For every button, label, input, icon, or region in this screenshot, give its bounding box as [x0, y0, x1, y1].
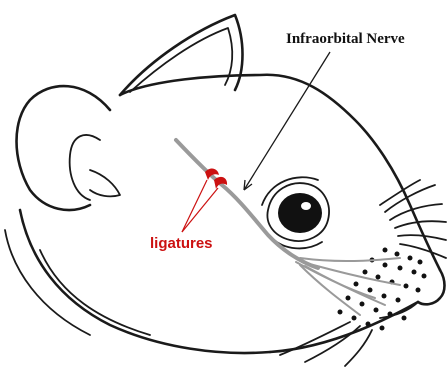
- whiskers: [380, 180, 446, 258]
- infraorbital-nerve-label: Infraorbital Nerve: [286, 31, 405, 47]
- head-outline: [5, 75, 445, 353]
- mouth-whiskers: [280, 322, 372, 366]
- front-ear: [17, 86, 121, 210]
- back-ear: [120, 15, 243, 95]
- ligatures-label: ligatures: [150, 235, 213, 252]
- ligature-pointers: [182, 180, 218, 232]
- nerve-arrow: [244, 52, 330, 190]
